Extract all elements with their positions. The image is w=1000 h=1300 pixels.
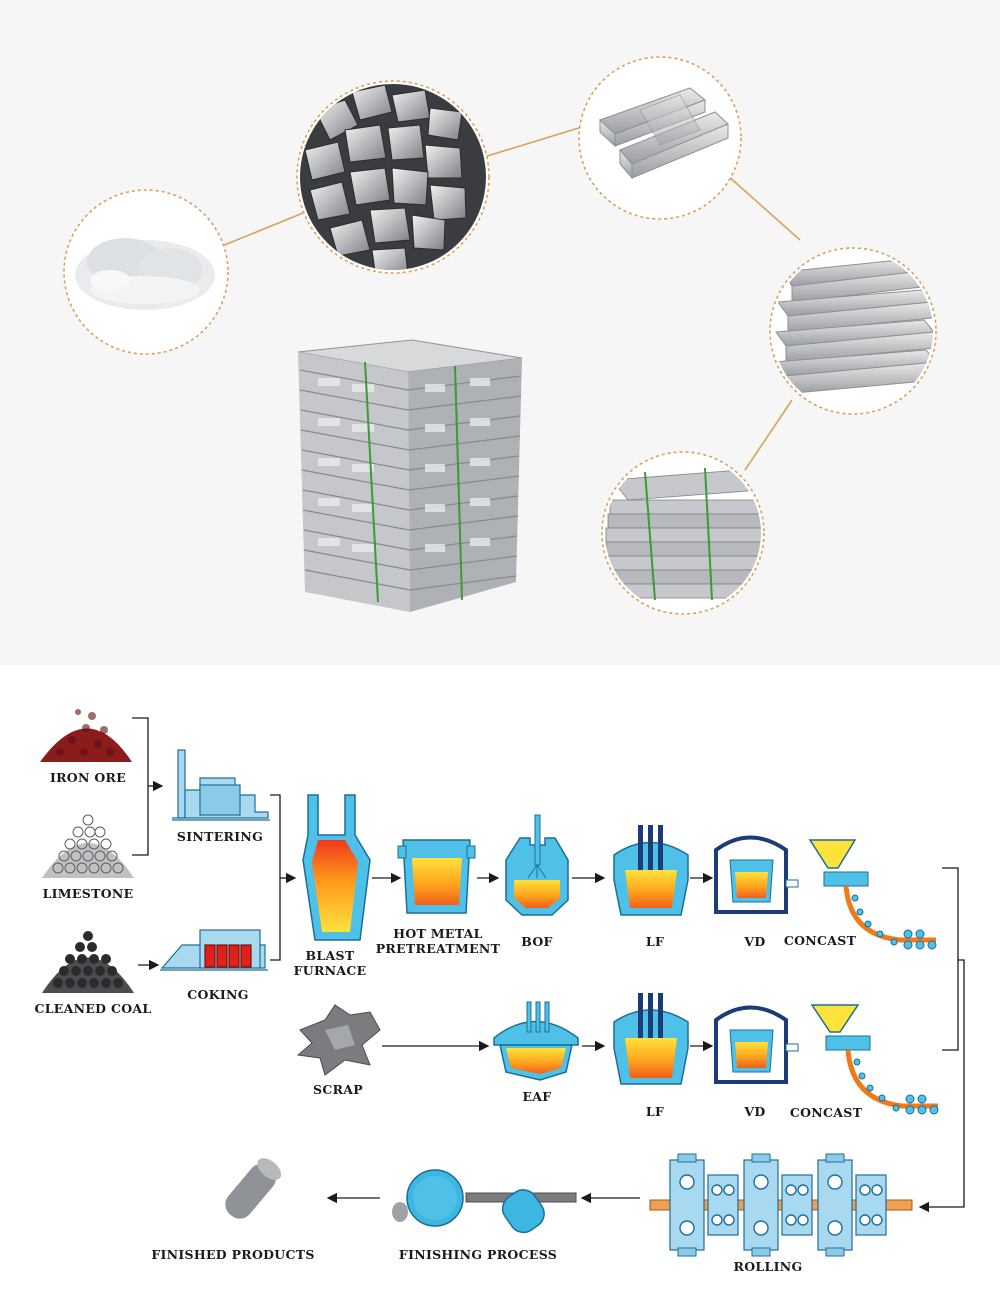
blast-furnace [302,794,371,941]
vd-vessel-1 [714,835,799,914]
powder-thumbnail [63,189,229,355]
iron-ore-pile [40,709,132,762]
label-vd-2: VD [744,1104,766,1119]
process-flow-graphic [40,709,965,1257]
ingot-stack-thumbnail [769,247,937,415]
process-flow-panel: IRON ORE LIMESTONE CLEANED COAL SINTERIN… [0,665,1000,1300]
limestone-pile [42,814,134,878]
finished-product-bar [225,1158,282,1219]
rolling-mill [649,1153,913,1257]
bof-converter [505,814,569,916]
lf-furnace-2 [613,993,689,1085]
label-cleaned-coal: CLEANED COAL [34,1001,152,1016]
label-concast-2: CONCAST [789,1105,863,1120]
eaf-furnace [493,1001,579,1081]
central-ingot-bundle [297,339,523,612]
label-bof: BOF [521,934,553,949]
label-hot-metal-pretreatment: HOT METAL PRETREATMENT [375,926,501,956]
label-blast-furnace: BLAST FURNACE [293,948,367,978]
hot-metal-ladle [397,839,476,914]
label-scrap: SCRAP [313,1082,363,1097]
label-concast-1: CONCAST [783,933,857,948]
label-sintering: SINTERING [176,829,264,844]
connector-lines [221,126,801,471]
coal-pile [42,931,134,993]
coking-plant [160,929,268,971]
label-vd-1: VD [744,934,766,949]
product-photo-graphic [63,56,937,615]
label-finishing-process: FINISHING PROCESS [398,1247,558,1262]
label-lf-2: LF [645,1104,665,1119]
vd-vessel-2 [714,1005,799,1084]
concast-machine-1 [808,839,937,950]
product-photo-panel [63,56,937,615]
label-coking: COKING [187,987,249,1002]
label-rolling: ROLLING [733,1259,803,1274]
label-finished-products: FINISHED PRODUCTS [151,1247,315,1262]
label-limestone: LIMESTONE [42,886,134,901]
lf-furnace-1 [613,825,689,916]
ingot-pair-thumbnail [578,56,742,220]
bundle-thumbnail [601,451,765,615]
scrap-pile [296,1004,381,1076]
lumps-thumbnail [296,80,490,274]
sintering-plant [172,749,270,821]
concast-machine-2 [810,1004,939,1115]
finishing-equipment [392,1169,577,1234]
label-iron-ore: IRON ORE [49,770,127,785]
label-eaf: EAF [522,1089,552,1104]
label-lf-1: LF [645,934,665,949]
